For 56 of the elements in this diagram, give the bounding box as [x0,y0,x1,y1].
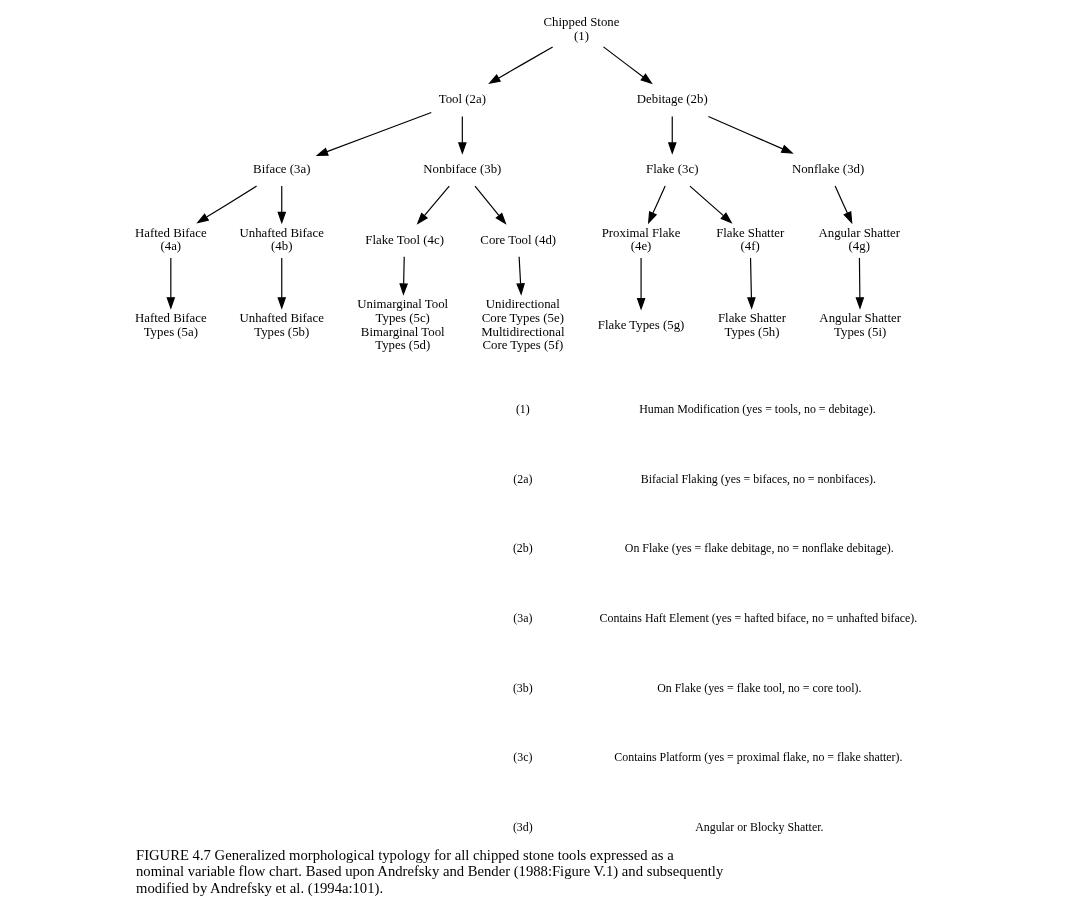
arrow [196,185,258,224]
arrow [689,185,733,224]
label: Human Modification (yes = tools, no = debitage). [639,401,876,416]
label: On Flake (yes = flake tool, no = core tool). [657,680,862,695]
node-text: Biface (3a) [253,161,311,176]
node-text: Chipped Stone (1) [543,14,620,43]
node-text: Proximal Flake (4e) [601,225,681,254]
node-text: Core Tool (4d) [480,232,557,247]
arrow [747,257,756,310]
arrow [474,185,507,225]
arrow [416,185,450,225]
arrow [636,257,646,311]
arrow [277,257,287,310]
label: Contains Haft Element (yes = hafted biface, no = unhafted biface). [599,610,918,625]
node-text: Angular Shatter (4g) [818,225,901,254]
label: (3a) [513,610,533,625]
arrow [277,185,287,225]
caption: FIGURE 4.7 Generalized morphological typology for all chipped stone tools expressed as a nominal variable flow chart. Based upon Andrefsky and Bender (1988:Figure V.1) and subsequently modified by Andrefsky et al. (1994a:101). [136,846,724,896]
label: Angular or Blocky Shatter. [695,819,824,834]
node-text: Unidirectional Core Types (5e) Multidirectional Core Types (5f) [481,297,565,353]
label: Bifacial Flaking (yes = bifaces, no = nonbifaces). [640,471,877,486]
node-text: Flake Tool (4c) [365,232,444,247]
arrow [488,46,554,85]
label: (2a) [513,471,533,486]
node-text: Unhafted Biface (4b) [239,225,324,254]
label: Contains Platform (yes = proximal flake, no = flake shatter). [614,750,903,765]
node-text: Flake Types (5g) [597,317,685,332]
node-text: Tool (2a) [438,92,486,107]
label: (3d) [512,819,533,834]
label: On Flake (yes = flake debitage, no = nonflake debitage). [624,541,894,556]
arrow [166,257,176,310]
arrow [855,257,865,310]
arrow [516,256,525,296]
node-text: Flake (3c) [646,161,699,176]
arrow [667,115,677,155]
arrow [602,46,653,85]
arrow [707,115,794,154]
arrow [834,185,853,225]
arrow [647,185,666,225]
node-text: Flake Shatter (4f) [716,225,785,254]
node-text: Angular Shatter Types (5i) [819,310,901,339]
node-text: Hafted Biface (4a) [135,225,207,254]
node-text: Nonbiface (3b) [423,161,502,176]
label: (3b) [512,680,533,695]
node-text: Unhafted Biface Types (5b) [239,310,324,339]
node-text: Hafted Biface Types (5a) [135,310,207,339]
arrow [457,115,467,155]
node-text: Unimarginal Tool Types (5c) Bimarginal Tool Types (5d) [357,297,449,353]
label: (1) [515,401,530,416]
label: (2b) [512,541,533,556]
arrow [315,111,432,156]
node-text: Flake Shatter Types (5h) [717,310,787,339]
node-text: Nonflake (3d) [791,161,865,176]
arrow [399,256,409,296]
node-text: Debitage (2b) [636,92,708,107]
label: (3c) [513,750,533,765]
